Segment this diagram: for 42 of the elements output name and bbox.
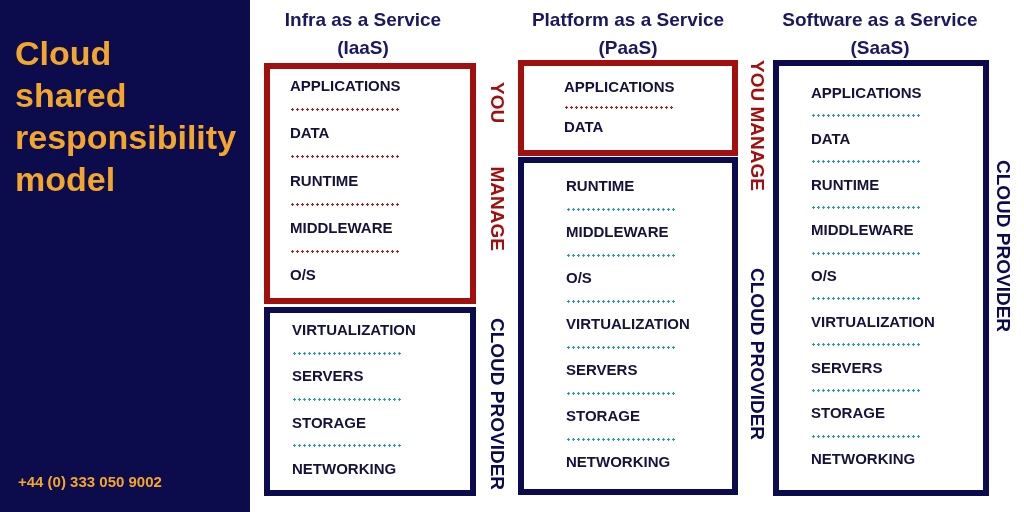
diagram-title: Cloud shared responsibility model	[15, 33, 238, 200]
layer-label: RUNTIME	[811, 175, 880, 194]
layer-label: O/S	[811, 267, 837, 285]
layer-label: DATA	[564, 118, 604, 136]
layer-label: MIDDLEWARE	[566, 223, 669, 241]
layer-label: NETWORKING	[566, 453, 671, 471]
responsibility-box	[518, 157, 738, 495]
responsibility-box	[773, 60, 989, 496]
side-label: CLOUD PROVIDER	[486, 318, 508, 491]
column-heading: Platform as a Service (PaaS)	[530, 8, 726, 60]
layer-label: APPLICATIONS	[290, 77, 401, 95]
layer-label: APPLICATIONS	[811, 84, 922, 102]
layer-label: APPLICATIONS	[564, 78, 675, 96]
layer-label: STORAGE	[811, 404, 885, 423]
responsibility-box	[264, 307, 476, 496]
layer-label: VIRTUALIZATION	[566, 315, 690, 333]
layer-label: SERVERS	[566, 361, 638, 379]
layer-label: STORAGE	[292, 413, 366, 432]
column-heading: Software as a Service (SaaS)	[781, 8, 979, 60]
side-label: YOU MANAGE	[486, 82, 508, 251]
layer-label: MIDDLEWARE	[811, 221, 914, 240]
side-label: YOU MANAGE	[746, 60, 768, 191]
layer-label: RUNTIME	[566, 177, 635, 195]
layer-label: SERVERS	[292, 367, 364, 386]
layer-label: STORAGE	[566, 407, 640, 425]
layer-label: O/S	[290, 266, 316, 284]
responsibility-box	[264, 63, 476, 304]
side-label: CLOUD PROVIDER	[746, 268, 768, 441]
layer-label: DATA	[290, 124, 330, 143]
phone-number: +44 (0) 333 050 9002	[18, 472, 162, 492]
responsibility-box	[518, 60, 738, 156]
side-label: CLOUD PROVIDER	[992, 160, 1014, 333]
layer-label: DATA	[811, 129, 851, 148]
layer-label: MIDDLEWARE	[290, 218, 393, 237]
layer-label: RUNTIME	[290, 171, 359, 190]
layer-label: VIRTUALIZATION	[811, 312, 935, 331]
layer-label: NETWORKING	[292, 459, 397, 478]
layer-label: VIRTUALIZATION	[292, 321, 416, 339]
column-heading: Infra as a Service (IaaS)	[283, 8, 443, 60]
layer-label: SERVERS	[811, 358, 883, 377]
layer-label: O/S	[566, 269, 592, 287]
layer-label: NETWORKING	[811, 450, 916, 468]
